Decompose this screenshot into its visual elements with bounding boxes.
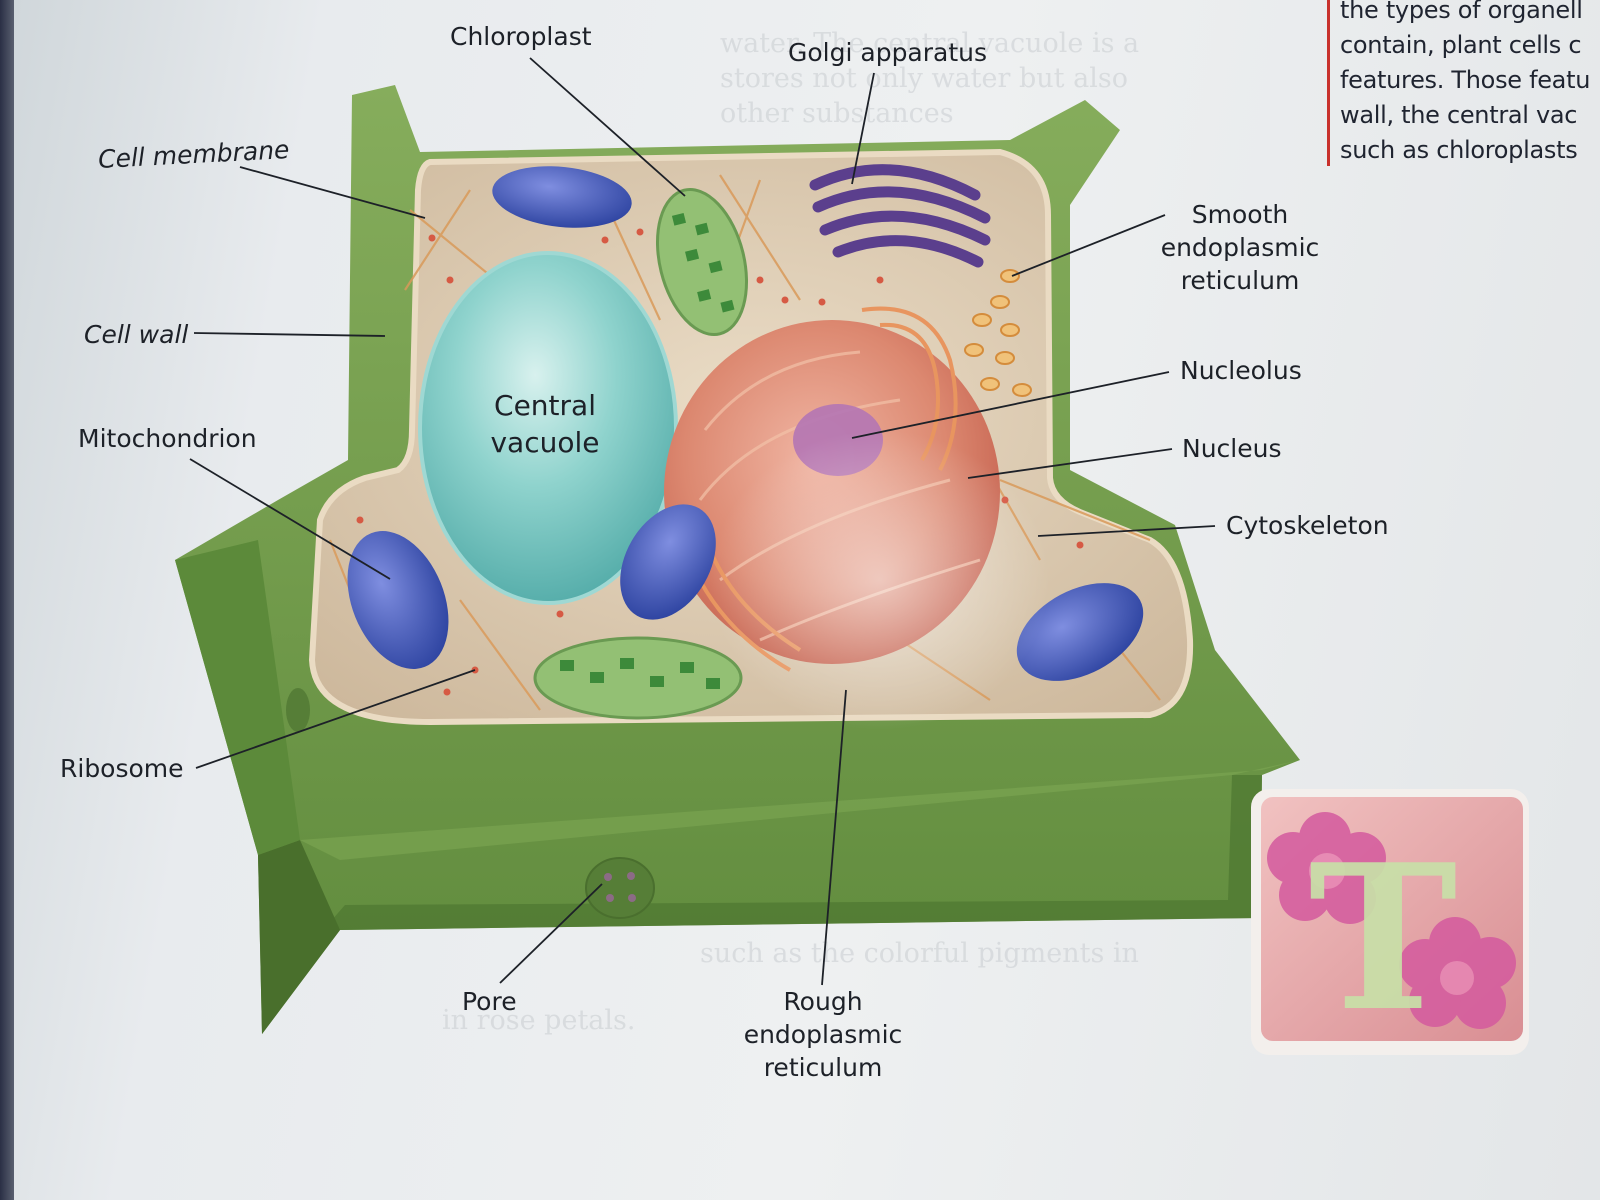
label-rough-er-line: reticulum [763,1053,883,1082]
background-text-line: water. The central vacuole is a [720,28,1140,59]
chloroplast [655,187,749,337]
sidebar-line: features. Those featu [1340,66,1591,94]
background-text-line: other substances [720,98,954,129]
smooth-er-leader [1011,214,1166,277]
pore [585,857,655,919]
flower-icon [1399,917,1516,1029]
tile-letter: T [1309,821,1458,1056]
label-smooth-er: Smooth endoplasmic reticulum [1150,198,1330,297]
chloroplast-leader [529,57,686,197]
flower-icon [1267,812,1386,924]
golgi-apparatus [809,164,991,268]
label-central-vacuole-line: Central [494,389,596,422]
label-chloroplast: Chloroplast [450,22,592,51]
label-cytoskeleton: Cytoskeleton [1226,511,1389,540]
glare [710,430,1050,730]
chloroplast [533,636,743,720]
pore-leader [499,883,603,984]
mitochondrion-leader [189,458,391,580]
cell-membrane-leader [239,166,426,219]
label-central-vacuole-line: vacuole [490,425,600,459]
pore [286,688,310,732]
golgi-leader [851,72,875,185]
label-nucleolus: Nucleolus [1180,356,1302,385]
book-spine [0,0,14,1200]
smooth-er [964,269,1032,397]
sidebar-line: the types of organell [1340,0,1583,24]
rough-er-leader [821,689,847,986]
label-nucleus: Nucleus [1182,434,1282,463]
label-mitochondrion: Mitochondrion [78,424,257,453]
sidebar-line: such as chloroplasts [1340,136,1578,164]
cytoskeleton-leader [1037,525,1216,537]
label-central-vacuole: Central vacuole [470,388,620,462]
label-smooth-er-line: Smooth [1191,200,1289,229]
sidebar-line: wall, the central vac [1340,101,1578,129]
label-ribosome: Ribosome [60,754,184,783]
label-golgi-apparatus: Golgi apparatus [788,38,988,67]
sidebar-line: contain, plant cells c [1340,31,1582,59]
label-pore: Pore [462,987,517,1016]
central-vacuole [418,251,678,605]
ribosome-leader [195,669,476,769]
sidebar-rule [1327,0,1330,166]
label-rough-er-line: Rough [783,987,863,1016]
mitochondrion [347,166,1144,681]
nucleolus-leader [851,371,1170,439]
background-text-line: such as the colorful pigments in [700,938,1139,969]
label-cell-wall: Cell wall [84,320,189,349]
label-rough-er: Rough endoplasmic reticulum [718,985,928,1084]
cell-wall-leader [193,332,386,337]
leader-lines [189,57,1216,986]
letter-tile: T [1251,789,1529,1056]
label-rough-er-line: endoplasmic [743,1020,903,1049]
sidebar-excerpt: the types of organell contain, plant cel… [1327,0,1600,172]
background-text-line: in rose petals. [442,1005,636,1036]
background-text-line: stores not only water but also [720,63,1128,94]
label-smooth-er-line: reticulum [1180,266,1300,295]
label-smooth-er-line: endoplasmic [1160,233,1320,262]
nucleus-leader [967,448,1173,479]
